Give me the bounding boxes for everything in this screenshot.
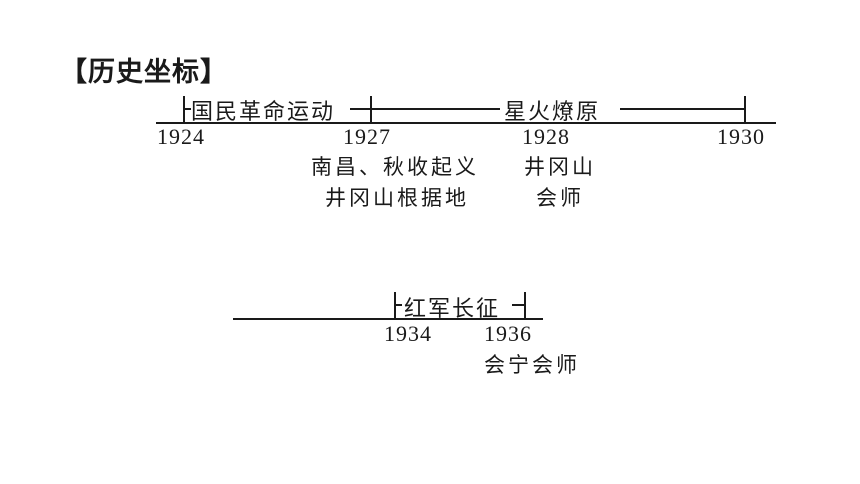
timeline-1-axis bbox=[156, 122, 776, 124]
event-line: 南昌、秋收起义 bbox=[311, 155, 479, 179]
section-heading: 【历史坐标】 bbox=[60, 57, 228, 88]
event-jinggangshan-meeting: 井冈山 会师 bbox=[524, 152, 596, 214]
segment-1-start-stub bbox=[183, 108, 191, 110]
segment-3-end-stub bbox=[512, 304, 526, 306]
segment-2-right-line bbox=[620, 108, 746, 110]
segment-2-end-tick bbox=[744, 96, 746, 122]
segment-label-spark: 星火燎原 bbox=[504, 100, 601, 125]
year-label-1927: 1927 bbox=[343, 124, 391, 149]
event-huining-meeting: 会宁会师 bbox=[484, 350, 580, 381]
segment-1-end-stub bbox=[350, 108, 372, 110]
segment-2-left-line bbox=[372, 108, 500, 110]
event-line: 会宁会师 bbox=[484, 353, 580, 377]
event-nanchang-uprising: 南昌、秋收起义 井冈山根据地 bbox=[311, 152, 479, 214]
year-label-1930: 1930 bbox=[717, 124, 765, 149]
segment-1-end-tick bbox=[370, 96, 372, 122]
year-label-1924: 1924 bbox=[157, 124, 205, 149]
event-line: 井冈山根据地 bbox=[325, 186, 469, 210]
year-label-1936: 1936 bbox=[484, 321, 532, 346]
segment-label-long-march: 红军长征 bbox=[404, 297, 501, 322]
event-line: 会师 bbox=[536, 186, 584, 210]
segment-3-start-stub bbox=[394, 304, 402, 306]
year-label-1934: 1934 bbox=[384, 321, 432, 346]
event-line: 井冈山 bbox=[524, 155, 596, 179]
segment-label-revolution: 国民革命运动 bbox=[191, 100, 336, 125]
segment-3-end-tick bbox=[524, 292, 526, 318]
timeline-2-axis bbox=[233, 318, 543, 320]
year-label-1928: 1928 bbox=[522, 124, 570, 149]
